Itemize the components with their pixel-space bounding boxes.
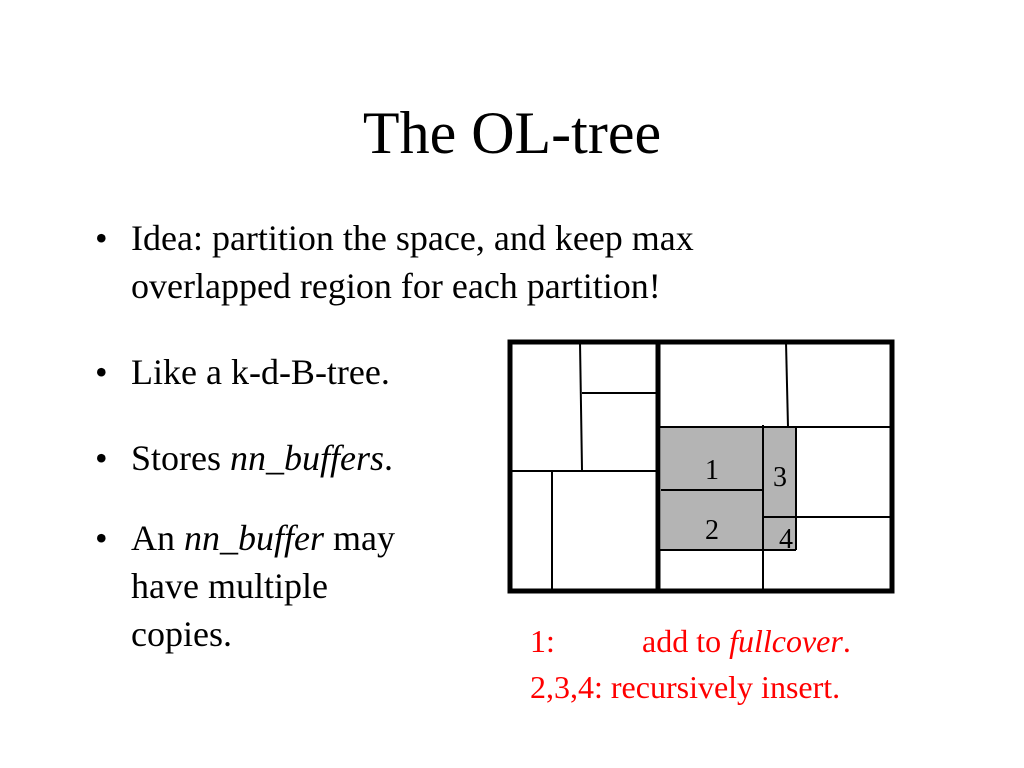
partition-lines: [510, 341, 892, 591]
bullet-stores-emphasis: nn_buffers: [230, 438, 385, 478]
bullet-symbol: •: [95, 218, 108, 258]
bullet-stores-prefix: Stores: [131, 438, 230, 478]
region-2-shade: [661, 490, 763, 550]
caption-line1: 1: add to fullcover.: [530, 618, 851, 664]
caption-line2: 2,3,4: recursively insert.: [530, 669, 841, 705]
region-label-1: 1: [705, 455, 719, 486]
bullet-kdb-tree-text: Like a k-d-B-tree.: [131, 352, 390, 392]
caption-line1-text: add to: [642, 623, 730, 659]
region-4-shade: [763, 517, 796, 550]
caption-line1-emphasis: fullcover: [729, 623, 843, 659]
bullet-kdb-tree: • Like a k-d-B-tree.: [95, 348, 491, 396]
caption-line1-suffix: .: [842, 623, 851, 659]
caption: 1: add to fullcover. 2,3,4: recursively i…: [530, 618, 851, 710]
caption-line1-label: 1:: [530, 623, 555, 659]
bullet-copies-suffix: may: [324, 518, 395, 558]
bullet-symbol: •: [95, 518, 108, 558]
bullet-idea-line2: overlapped region for each partition!: [131, 266, 661, 306]
bullet-stores: • Stores nn_buffers.: [95, 434, 491, 482]
bullet-idea: • Idea: partition the space, and keep ma…: [95, 214, 871, 310]
partition-diagram: 1 3 2 4: [507, 339, 895, 594]
bullet-symbol: •: [95, 438, 108, 478]
partition-line: [785, 341, 789, 428]
bullet-copies: • An nn_buffer may have multiple copies.: [95, 514, 491, 658]
region-label-2: 2: [705, 515, 719, 546]
bullet-copies-line2: have multiple: [131, 566, 328, 606]
outer-boundary: [507, 339, 895, 594]
bullet-copies-emphasis: nn_buffer: [184, 518, 324, 558]
region-label-4: 4: [779, 524, 793, 555]
partition-line: [579, 341, 583, 471]
bullet-idea-line1: Idea: partition the space, and keep max: [131, 218, 694, 258]
region-3-shade: [763, 427, 796, 517]
bullet-copies-prefix: An: [131, 518, 184, 558]
slide-title: The OL-tree: [362, 100, 662, 166]
bullet-symbol: •: [95, 352, 108, 392]
bullet-copies-line3: copies.: [131, 614, 232, 654]
region-1-shade: [661, 427, 763, 490]
bullet-stores-suffix: .: [384, 438, 394, 478]
region-label-3: 3: [773, 462, 787, 493]
